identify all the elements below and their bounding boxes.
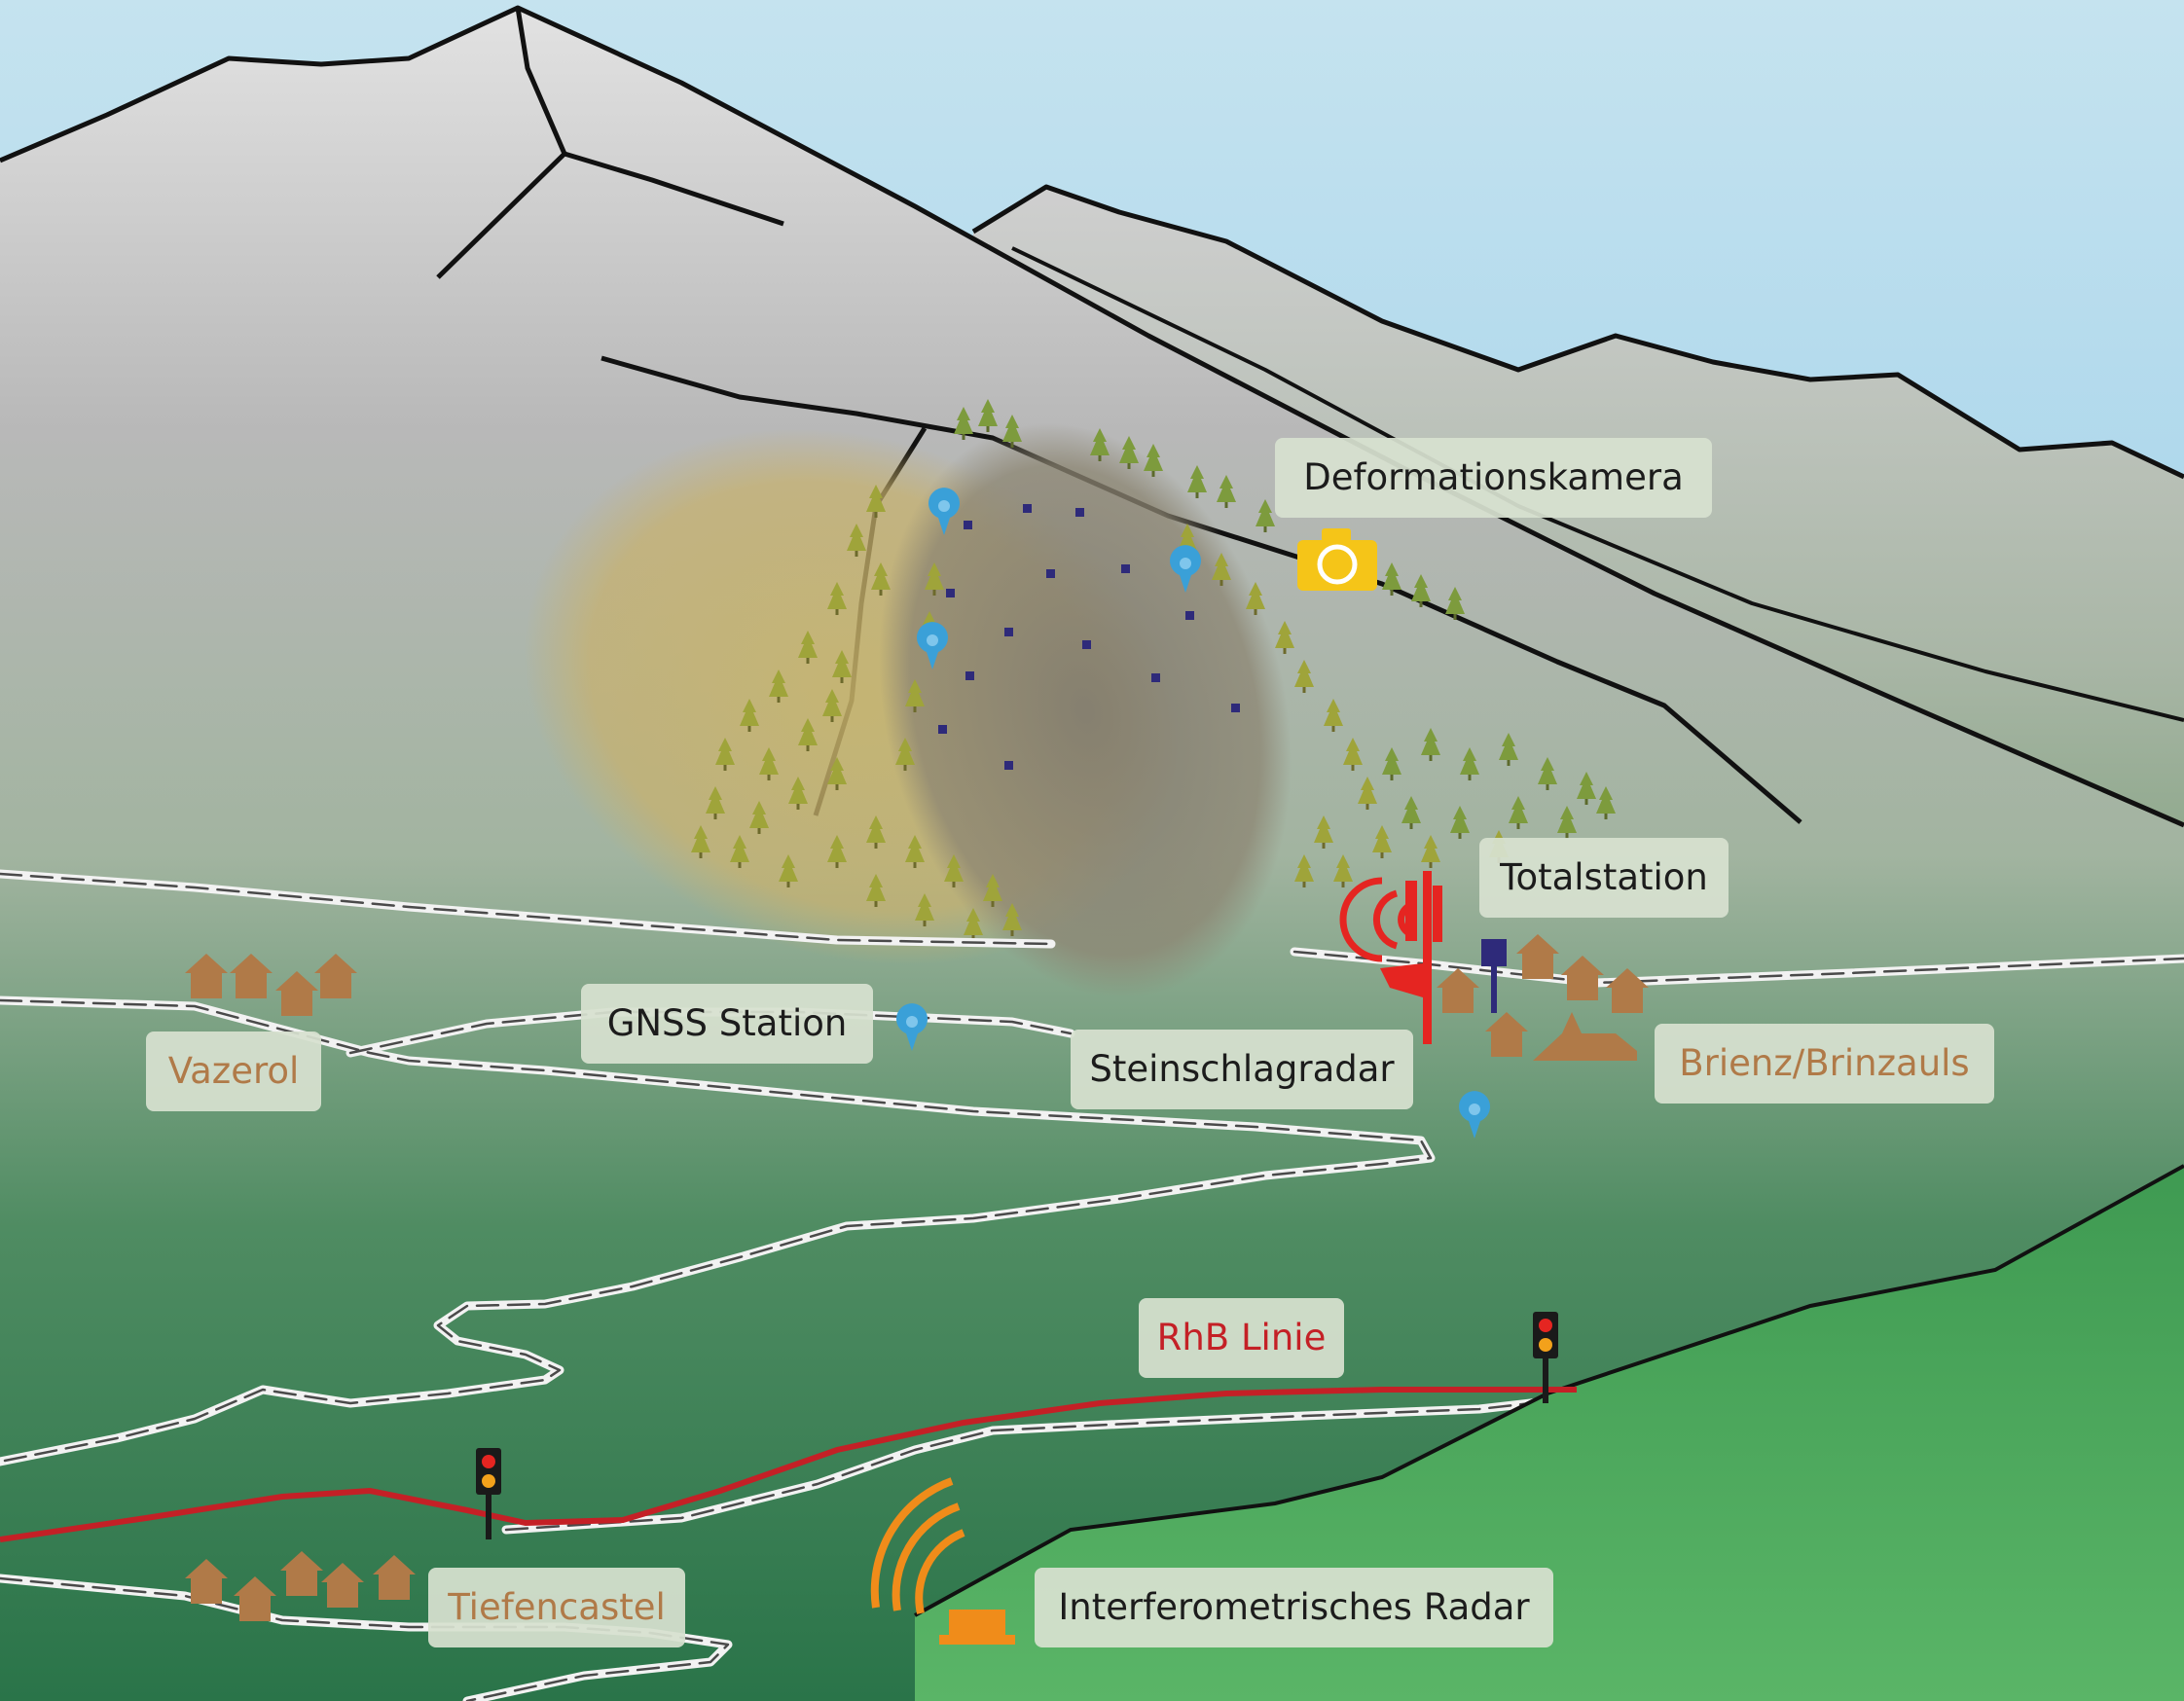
deformation-camera-label: Deformationskamera [1275,438,1712,518]
rail-signal-icon [1533,1312,1558,1403]
brienz-houses-icon [1437,934,1649,1061]
vazerol-label: Vazerol [146,1031,321,1111]
brienz-label: Brienz/Brinzauls [1655,1024,1994,1104]
total-station-icon [1481,939,1507,1013]
camera-icon [1297,528,1377,591]
front-hill-ridge [914,1164,2184,1617]
rail-signal-icon [476,1448,501,1539]
front-hill [915,1166,2184,1701]
rail-line [0,1387,1577,1542]
rockfall-radar-mast [1380,871,1442,1044]
interferometric-radar-icon [870,1477,1015,1645]
tiefencastel-label: Tiefencastel [428,1568,685,1647]
interferometric-radar-label: Interferometrisches Radar [1035,1568,1553,1647]
rail-line-label: RhB Linie [1139,1298,1344,1378]
survey-points [938,504,1240,770]
total-station-label: Totalstation [1479,838,1729,918]
gnss-station-label: GNSS Station [581,984,873,1064]
rockfall-radar-label: Steinschlagradar [1071,1030,1413,1109]
